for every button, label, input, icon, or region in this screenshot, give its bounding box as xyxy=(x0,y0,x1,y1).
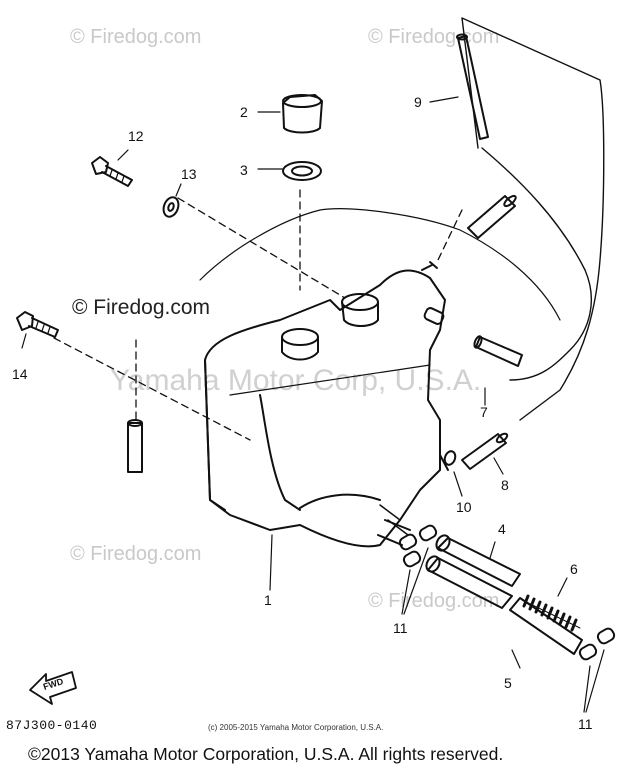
callout-8: 8 xyxy=(501,477,509,493)
hose-segment-upper xyxy=(467,194,517,239)
part-bolt-14 xyxy=(16,311,59,349)
watermark-main: © Firedog.com xyxy=(72,296,211,319)
part-hose-8 xyxy=(461,432,509,475)
hose-segment-vertical xyxy=(127,419,143,473)
part-gasket-3 xyxy=(257,161,322,181)
callout-6: 6 xyxy=(570,561,578,577)
callout-7: 7 xyxy=(480,404,488,420)
watermark-top-left: © Firedog.com xyxy=(70,26,202,48)
part-bolt-12 xyxy=(91,149,133,187)
callout-10: 10 xyxy=(456,499,472,515)
callout-2: 2 xyxy=(240,104,248,120)
tank-fitting-top xyxy=(421,261,438,271)
part-washer-13 xyxy=(162,183,182,218)
diagram-part-code: 87J300-0140 xyxy=(6,718,98,733)
tank-recess xyxy=(259,394,301,511)
tank-seam xyxy=(229,364,431,396)
part-spring-6 xyxy=(521,577,581,632)
callout-4: 4 xyxy=(498,521,506,537)
watermark-manufacturer: Yamaha Motor Corp, U.S.A. xyxy=(110,364,482,397)
callout-5: 5 xyxy=(504,675,512,691)
footer-copyright: ©2013 Yamaha Motor Corporation, U.S.A. A… xyxy=(28,744,504,764)
callout-11-left: 11 xyxy=(393,620,408,636)
part-clip-10 xyxy=(443,450,463,497)
breather-hose-route xyxy=(461,17,605,421)
callout-9: 9 xyxy=(414,94,422,110)
fwd-arrow-icon xyxy=(29,671,77,705)
tank-outline-phantom xyxy=(199,208,561,321)
callout-1: 1 xyxy=(264,592,272,608)
watermark-mid-left: © Firedog.com xyxy=(70,543,202,565)
assembly-dashed-lines xyxy=(53,189,463,441)
tank-front-edge xyxy=(204,359,226,511)
callout-12: 12 xyxy=(128,128,144,144)
small-copyright: (c) 2005-2015 Yamaha Motor Corporation, … xyxy=(208,723,384,732)
callout-11-right: 11 xyxy=(578,716,593,732)
part-pipe-5 xyxy=(425,555,583,669)
tank-filler-neck xyxy=(281,328,319,346)
watermark-mid-right: © Firedog.com xyxy=(368,590,500,612)
part-pipe-4 xyxy=(435,534,521,587)
part-hose-7 xyxy=(473,335,523,406)
callout-14: 14 xyxy=(12,366,28,382)
part-hose-9 xyxy=(429,33,489,140)
tank-lower-ridge xyxy=(299,493,381,509)
part-clamps-11-left xyxy=(379,504,438,615)
part-clamps-11-right xyxy=(578,627,616,713)
callout-13: 13 xyxy=(181,166,197,182)
leader-line-1 xyxy=(269,534,273,591)
callout-3: 3 xyxy=(240,162,248,178)
tank-body xyxy=(204,269,446,548)
part-cap-2 xyxy=(257,94,323,134)
